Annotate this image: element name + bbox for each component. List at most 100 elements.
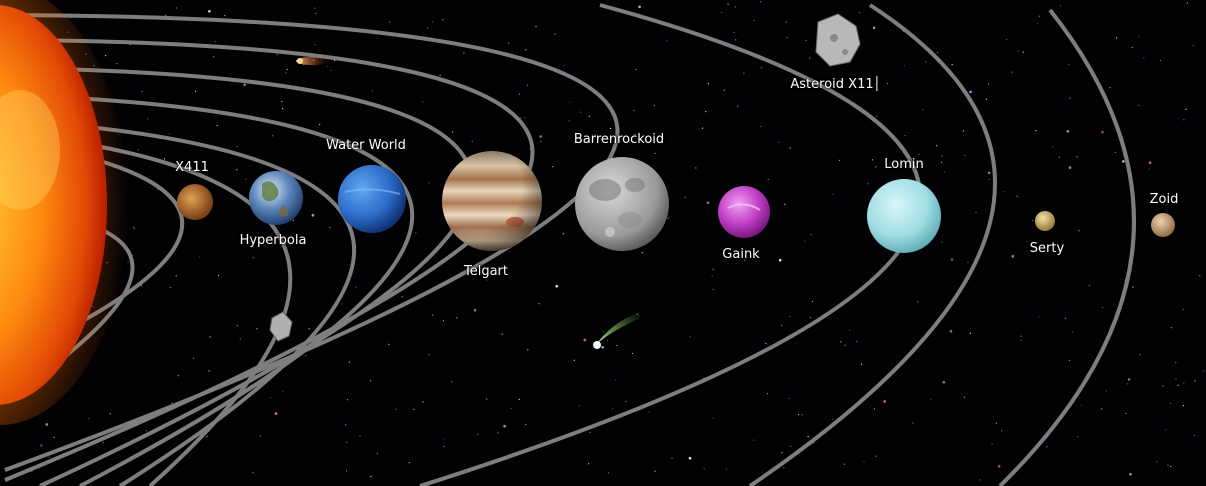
star bbox=[744, 259, 746, 261]
star bbox=[875, 455, 877, 457]
star bbox=[177, 375, 179, 377]
star bbox=[703, 468, 705, 470]
star bbox=[520, 117, 522, 119]
star bbox=[1122, 160, 1125, 163]
star bbox=[116, 63, 118, 65]
star bbox=[236, 146, 238, 148]
star bbox=[281, 100, 283, 103]
star bbox=[844, 344, 846, 346]
star bbox=[163, 158, 165, 160]
star bbox=[936, 52, 938, 54]
star bbox=[917, 301, 919, 303]
star bbox=[783, 467, 785, 469]
star bbox=[985, 98, 988, 100]
star bbox=[1022, 51, 1024, 53]
planet-zoid bbox=[1151, 213, 1175, 237]
label-asteroid-x11[interactable]: Asteroid X11 bbox=[790, 76, 877, 92]
star bbox=[256, 328, 258, 330]
star bbox=[1132, 286, 1134, 288]
star bbox=[962, 130, 965, 132]
star bbox=[1064, 317, 1066, 319]
star bbox=[451, 381, 453, 383]
star bbox=[1077, 436, 1079, 438]
star bbox=[165, 14, 167, 16]
star bbox=[1101, 307, 1104, 309]
star bbox=[40, 444, 43, 447]
star bbox=[1020, 335, 1022, 337]
star bbox=[969, 332, 972, 334]
asteroid-rock-small bbox=[269, 311, 293, 342]
star bbox=[918, 153, 920, 155]
star bbox=[875, 166, 877, 168]
star bbox=[525, 423, 527, 426]
star bbox=[707, 83, 710, 85]
star bbox=[486, 279, 488, 281]
star bbox=[422, 401, 424, 403]
star bbox=[346, 441, 348, 443]
star bbox=[388, 21, 390, 23]
star bbox=[252, 472, 254, 474]
star bbox=[48, 456, 50, 458]
star bbox=[988, 178, 991, 180]
star bbox=[1169, 402, 1172, 404]
star bbox=[133, 226, 135, 228]
star bbox=[127, 261, 129, 263]
star bbox=[503, 424, 506, 428]
planet-telgart bbox=[442, 151, 542, 251]
star bbox=[610, 127, 612, 130]
star bbox=[1182, 308, 1184, 311]
star bbox=[463, 52, 465, 54]
star bbox=[734, 6, 736, 8]
star bbox=[1003, 191, 1005, 193]
planet-x411 bbox=[177, 184, 213, 220]
star bbox=[839, 159, 841, 161]
star bbox=[538, 303, 540, 305]
star bbox=[88, 418, 90, 420]
star bbox=[432, 314, 434, 316]
star bbox=[1170, 465, 1172, 468]
star bbox=[141, 90, 143, 93]
star bbox=[1131, 46, 1133, 49]
comet-green bbox=[593, 312, 640, 349]
orbit-ring-5 bbox=[4, 118, 356, 486]
star bbox=[804, 240, 806, 242]
star bbox=[1035, 130, 1037, 132]
star bbox=[991, 443, 993, 445]
star bbox=[314, 44, 316, 46]
star bbox=[667, 217, 669, 219]
star bbox=[886, 83, 889, 85]
star bbox=[705, 111, 707, 113]
star bbox=[1068, 166, 1072, 169]
star bbox=[471, 140, 473, 142]
star bbox=[208, 370, 210, 372]
star bbox=[442, 320, 445, 322]
star bbox=[563, 64, 565, 66]
star bbox=[1202, 370, 1205, 372]
star bbox=[1101, 130, 1104, 134]
star bbox=[109, 413, 111, 415]
star bbox=[175, 7, 177, 9]
star bbox=[987, 171, 991, 175]
star bbox=[1192, 44, 1194, 46]
star bbox=[1032, 220, 1034, 222]
star bbox=[706, 201, 710, 204]
star bbox=[801, 414, 803, 416]
star bbox=[426, 27, 429, 29]
star bbox=[809, 57, 811, 59]
star bbox=[1186, 2, 1188, 4]
star bbox=[428, 182, 430, 184]
star bbox=[1185, 108, 1187, 110]
star bbox=[345, 424, 347, 426]
star bbox=[1017, 50, 1020, 52]
star bbox=[456, 317, 458, 319]
star bbox=[654, 152, 656, 155]
star bbox=[1156, 461, 1158, 463]
label-telgart: Telgart bbox=[463, 264, 509, 279]
star bbox=[589, 431, 591, 433]
star bbox=[867, 183, 869, 185]
star bbox=[1116, 37, 1118, 39]
star bbox=[497, 432, 499, 434]
star bbox=[535, 26, 537, 28]
star bbox=[789, 316, 791, 318]
star bbox=[1076, 156, 1078, 158]
